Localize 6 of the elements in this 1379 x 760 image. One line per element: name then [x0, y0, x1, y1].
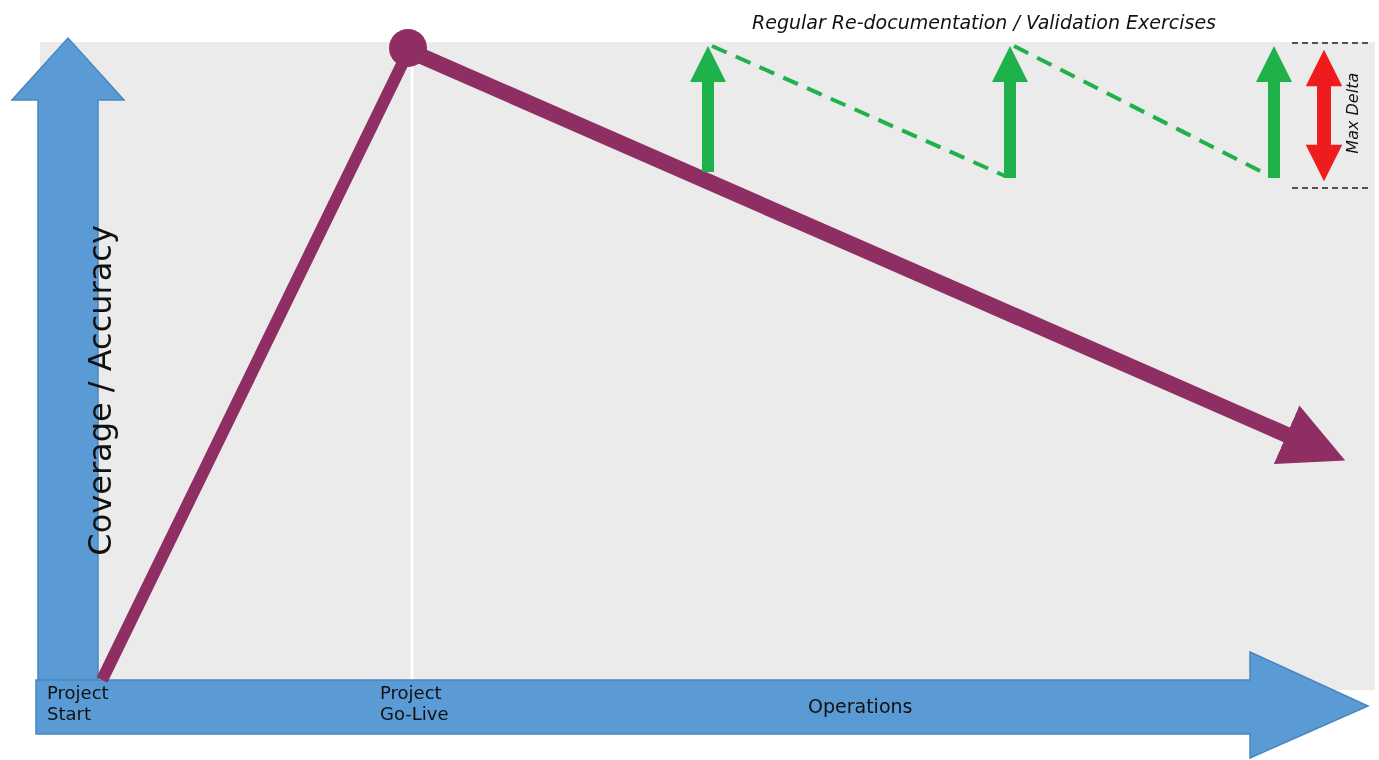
- axis-label: Project Start: [47, 683, 110, 725]
- dimension-label: Max Delta: [1343, 71, 1363, 156]
- axis-label: Operations: [808, 696, 913, 718]
- axis-label: Project Go-Live: [380, 683, 450, 725]
- annotation-text: Regular Re-documentation / Validation Exercises: [752, 12, 1216, 34]
- axis-title: Coverage / Accuracy: [81, 224, 119, 558]
